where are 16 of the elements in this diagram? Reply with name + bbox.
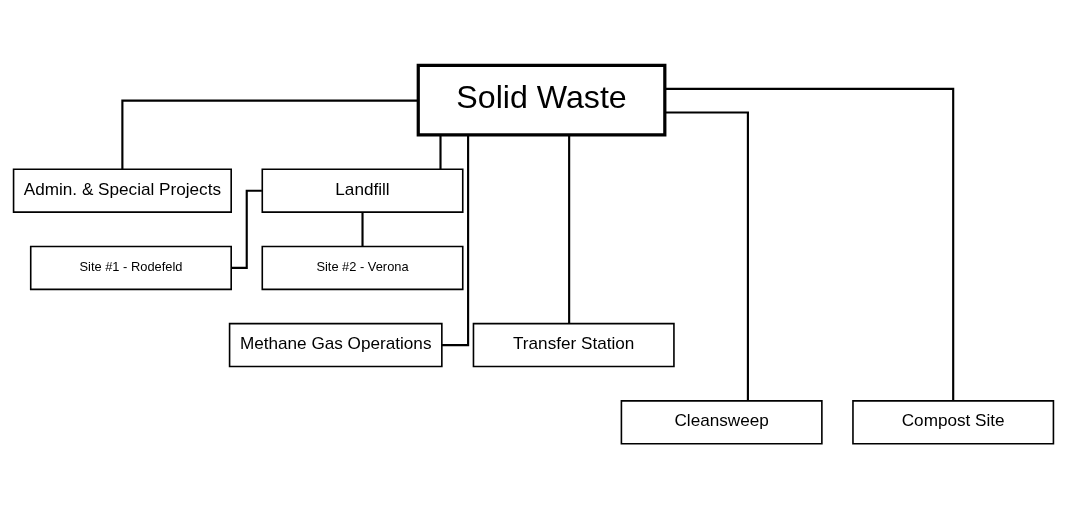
connector bbox=[665, 87, 955, 400]
connector bbox=[361, 211, 364, 246]
node-box: Cleansweep bbox=[620, 399, 823, 444]
node-box: Compost Site bbox=[852, 399, 1055, 444]
node-box: Site #2 - Verona bbox=[261, 245, 464, 290]
node-box: Landfill bbox=[261, 167, 464, 213]
node-box: Methane Gas Operations bbox=[228, 322, 443, 367]
connector bbox=[568, 134, 571, 323]
connector bbox=[121, 99, 419, 169]
node-box: Site #1 - Rodefeld bbox=[29, 245, 232, 290]
node-box: Solid Waste bbox=[416, 63, 667, 137]
connector bbox=[441, 134, 470, 346]
node-box: Transfer Station bbox=[472, 322, 675, 367]
node-box: Admin. & Special Projects bbox=[12, 167, 232, 213]
connector bbox=[664, 110, 749, 400]
connector bbox=[439, 134, 442, 169]
